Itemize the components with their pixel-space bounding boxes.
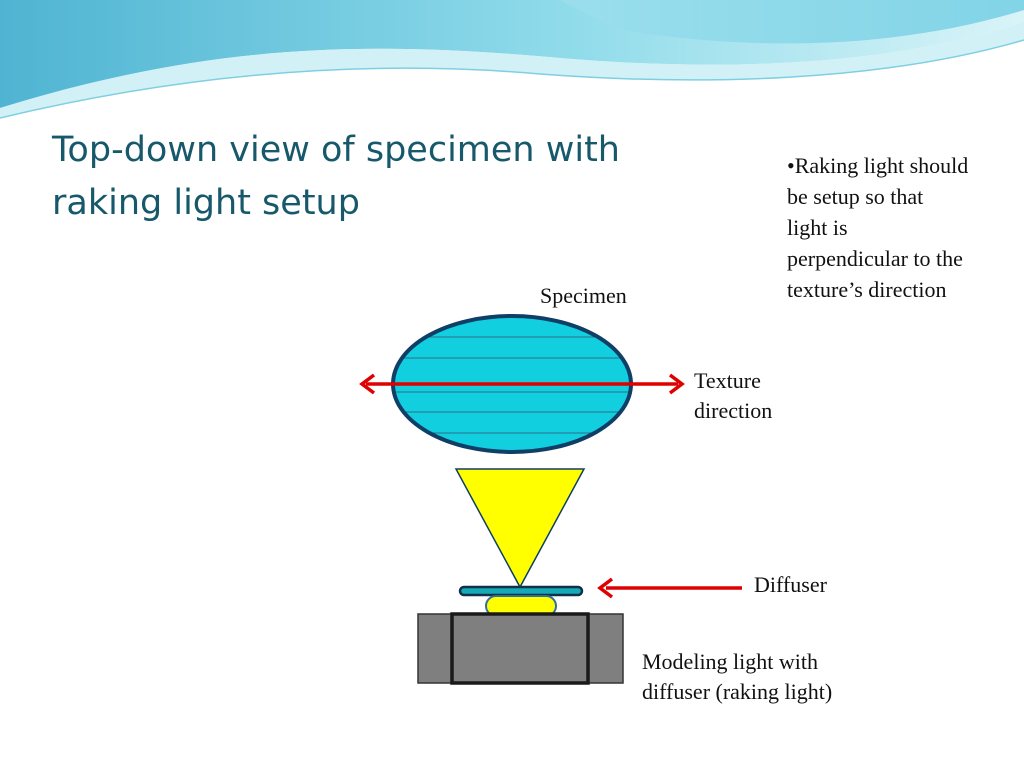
title-line-1: Top-down view of specimen with [52,130,620,170]
texture-direction-arrow [359,373,685,395]
diffuser-arrow-head [597,577,614,599]
lamp-housing-inner [450,612,590,685]
texture-direction-label: Texture direction [694,366,772,426]
light-label-line-2: diffuser (raking light) [642,679,833,704]
note-line-3: light is [787,215,848,240]
wave-band-right [560,0,1024,44]
specimen-label: Specimen [540,283,627,308]
diffuser-arrow [597,577,742,599]
note-line-4: perpendicular to the [787,246,963,271]
light-label-line-1: Modeling light with [642,649,818,674]
wave-band-light [0,22,1024,118]
bullet-note: •Raking light should be setup so that li… [787,150,1019,305]
title-line-2: raking light setup [52,183,360,223]
note-line-5: texture’s direction [787,277,947,302]
arrow-head-right [668,373,685,395]
note-line-2: be setup so that [787,184,924,209]
texture-label-line-1: Texture [694,368,761,393]
wave-header-decoration [0,0,1024,119]
diffuser-label: Diffuser [754,572,827,597]
wave-line [0,39,1024,119]
arrow-head-left [359,373,376,395]
diffuser [458,585,584,597]
modeling-light-label: Modeling light with diffuser (raking lig… [642,647,832,707]
light-beam [454,468,586,589]
modeling-light [417,595,624,685]
texture-label-line-2: direction [694,398,773,423]
slide-title: Top-down view of specimen with raking li… [52,124,712,230]
note-line-1: •Raking light should [787,153,969,178]
